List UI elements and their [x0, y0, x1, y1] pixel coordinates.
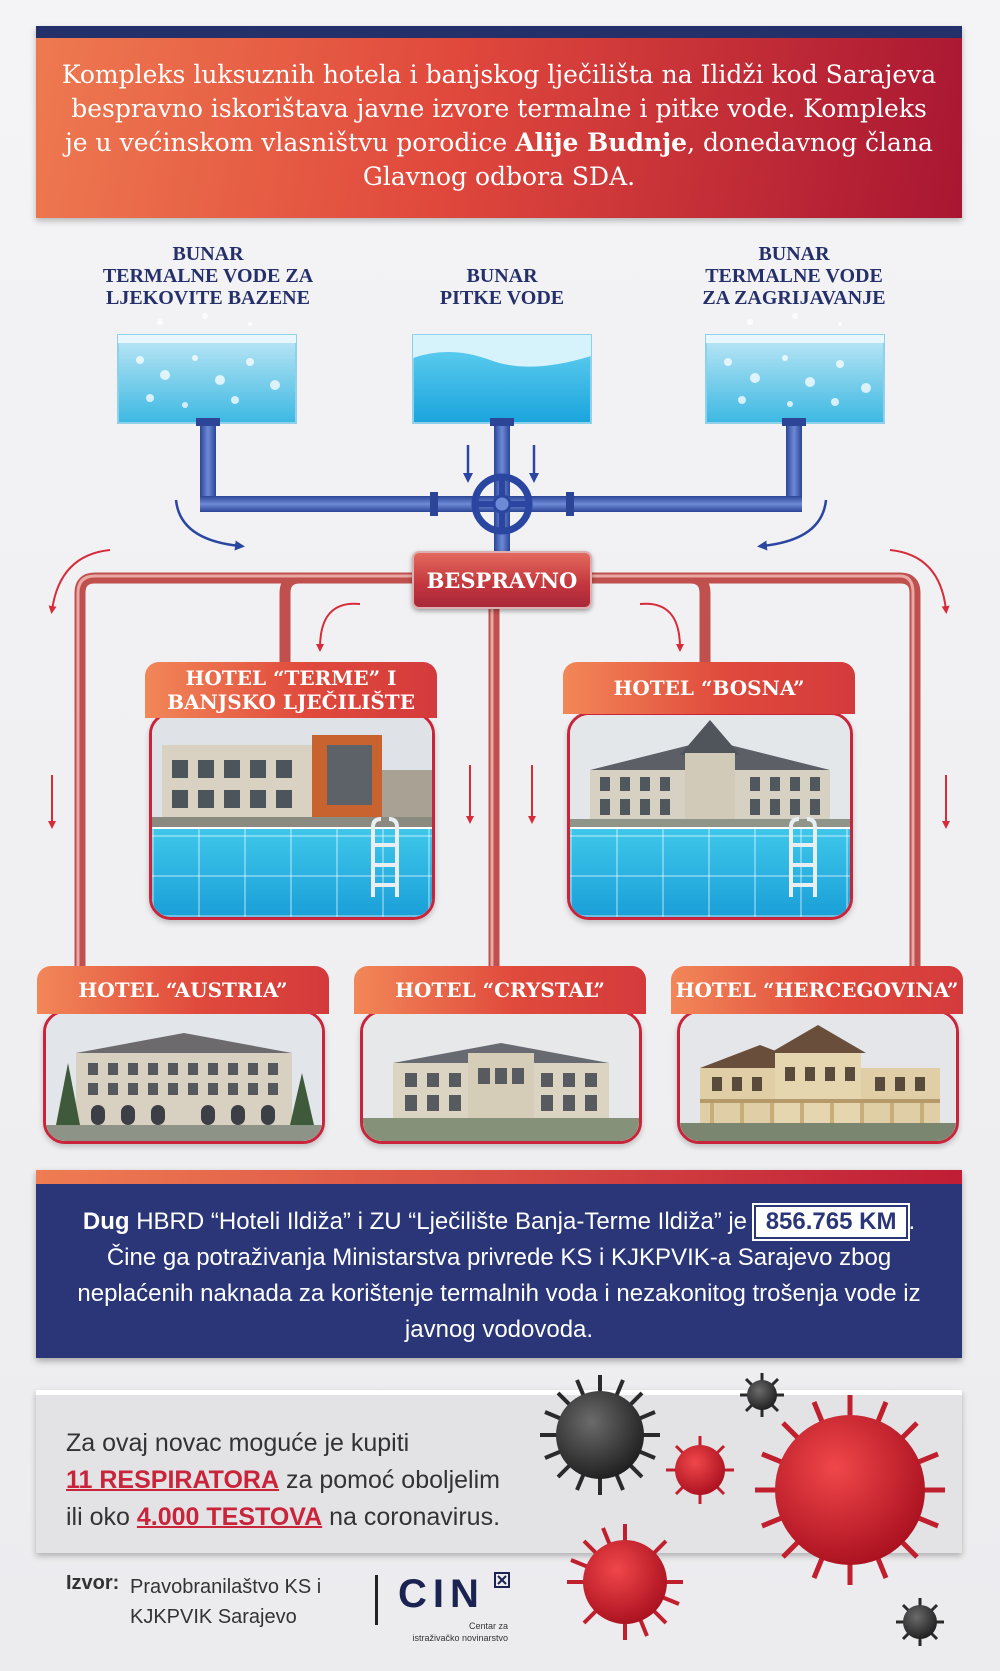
red-pipe-highlights: [76, 574, 915, 985]
hotel-card-hercegovina: HOTEL “HERCEGOVINA”: [671, 966, 963, 1144]
hotel-card-frame: [360, 1010, 642, 1144]
virus-illustrations: [540, 1373, 945, 1646]
hotel-card-frame: [149, 712, 435, 920]
hotel-card-austria: HOTEL “AUSTRIA”: [37, 966, 329, 1144]
respirator-text-part: na coronavirus.: [322, 1503, 501, 1531]
respirator-text: Za ovaj novac moguće je kupiti 11 RESPIRA…: [66, 1425, 586, 1536]
header-top-bar: [36, 26, 962, 38]
hotel-banner-austria: HOTEL “AUSTRIA”: [37, 966, 329, 1014]
well-label-line: PITKE VODE: [439, 287, 565, 309]
well-label-line: TERMALNE VODE ZA: [102, 265, 314, 287]
blue-flow-arrows: [174, 445, 828, 551]
hotel-banner-hercegovina: HOTEL “HERCEGOVINA”: [671, 966, 963, 1014]
well-label-line: TERMALNE VODE: [705, 265, 883, 287]
hotel-photo-terme: [152, 715, 432, 827]
well-label-line: BUNAR: [172, 243, 244, 265]
virus-red-medium-icon: [567, 1524, 683, 1640]
hotel-banner-terme: HOTEL “TERME” I BANJSKO LJEČILIŠTE: [145, 662, 437, 718]
header-banner: Kompleks luksuznih hotela i banjskog lje…: [36, 26, 962, 218]
source-text: Pravobranilaštvo KS i KJKPVIK Sarajevo: [130, 1572, 360, 1632]
well-label-line: BUNAR: [466, 265, 538, 287]
hotel-name-line: HOTEL “AUSTRIA”: [78, 978, 288, 1002]
header-text: Kompleks luksuznih hotela i banjskog lje…: [56, 58, 942, 194]
virus-red-small-icon: [666, 1436, 734, 1504]
virus-red-large-icon: [755, 1395, 945, 1585]
hotel-name-line: HOTEL “BOSNA”: [613, 676, 805, 700]
hotel-photo-austria: [46, 1013, 322, 1141]
debt-lead: Dug: [82, 1208, 130, 1235]
virus-dark-large-icon: [540, 1375, 660, 1495]
hotel-photo-bosna: [570, 715, 850, 827]
respirator-count: 11 RESPIRATORA: [66, 1466, 280, 1494]
red-flow-arrows: [48, 549, 950, 829]
debt-amount: 856.765 KM: [751, 1203, 911, 1241]
debt-text-part: . Čine ga potraživanja Ministarstva priv…: [77, 1208, 921, 1343]
hotel-banner-crystal: HOTEL “CRYSTAL”: [354, 966, 646, 1014]
hotel-card-bosna: HOTEL “BOSNA”: [563, 662, 855, 922]
respirator-text-part: za pomoć oboljelim: [279, 1466, 500, 1494]
test-count: 4.000 TESTOVA: [136, 1503, 323, 1531]
well-label-thermal-pools: BUNAR TERMALNE VODE ZA LJEKOVITE BAZENE: [88, 243, 328, 309]
hotel-name-line: HOTEL “TERME” I: [185, 666, 397, 690]
tank-thermal-pools: [117, 313, 297, 424]
hotel-name-line: HOTEL “HERCEGOVINA”: [675, 978, 959, 1002]
hotel-photo-crystal: [363, 1013, 639, 1141]
virus-dark-tiny-icon: [896, 1598, 944, 1646]
debt-top-bar: [36, 1170, 962, 1184]
header-text-part: , donedavnog člana Glavnog odbora SDA.: [362, 128, 933, 191]
tank-drinking-water: [412, 334, 592, 424]
well-label-thermal-heating: BUNAR TERMALNE VODE ZA ZAGRIJAVANJE: [674, 243, 914, 309]
respirator-box: Za ovaj novac moguće je kupiti 11 RESPIRA…: [36, 1390, 962, 1553]
virus-dark-small-icon: [740, 1373, 784, 1417]
debt-box: Dug HBRD “Hoteli Ildiža” i ZU “Lječilišt…: [36, 1170, 962, 1358]
cin-subtitle-line: istraživačko novinarstvo: [412, 1633, 508, 1643]
source-line: KJKPVIK Sarajevo: [130, 1606, 297, 1628]
hotel-card-terme: HOTEL “TERME” I BANJSKO LJEČILIŠTE: [145, 662, 437, 922]
well-label-line: LJEKOVITE BAZENE: [106, 287, 310, 309]
valve-wheel-icon: [471, 473, 533, 535]
tank-thermal-heating: [705, 313, 885, 424]
pool-ladder-icon: [789, 817, 817, 897]
well-label-line: ZA ZAGRIJAVANJE: [702, 287, 886, 309]
source-line: Pravobranilaštvo KS i: [130, 1576, 322, 1598]
hotel-card-crystal: HOTEL “CRYSTAL”: [354, 966, 646, 1144]
hotel-card-frame: [677, 1010, 959, 1144]
hotel-photo-hercegovina: [680, 1013, 956, 1141]
respirator-text-part: Za ovaj novac moguće je kupiti: [66, 1429, 410, 1457]
source-label: Izvor:: [66, 1572, 120, 1594]
hotel-card-frame: [567, 712, 853, 920]
well-label-drinking-water: BUNAR PITKE VODE: [382, 265, 622, 309]
hotel-banner-bosna: HOTEL “BOSNA”: [563, 662, 855, 714]
debt-text-part: HBRD “Hoteli Ildiža” i ZU “Lječilište Ba…: [129, 1208, 754, 1235]
header-text-bold: Alije Budnje: [515, 128, 688, 157]
hotel-name-line: HOTEL “CRYSTAL”: [395, 978, 605, 1002]
hotel-name-line: BANJSKO LJEČILIŠTE: [167, 690, 415, 714]
header-text-part: Kompleks luksuznih hotela i banjskog lje…: [61, 60, 937, 157]
cin-logo-subtitle: Centar za istraživačko novinarstvo: [398, 1620, 508, 1644]
cin-logo-mark-icon: [494, 1572, 510, 1588]
cin-logo: CIN: [398, 1572, 485, 1616]
cin-subtitle-line: Centar za: [468, 1621, 508, 1631]
hotel-card-frame: [43, 1010, 325, 1144]
debt-text: Dug HBRD “Hoteli Ildiža” i ZU “Lječilišt…: [66, 1203, 932, 1348]
pool-ladder-icon: [371, 817, 399, 897]
bespravno-plate: BESPRAVNO: [412, 551, 592, 609]
footer-divider: [375, 1575, 378, 1625]
respirator-text-part: ili oko: [66, 1503, 137, 1531]
well-label-line: BUNAR: [758, 243, 830, 265]
